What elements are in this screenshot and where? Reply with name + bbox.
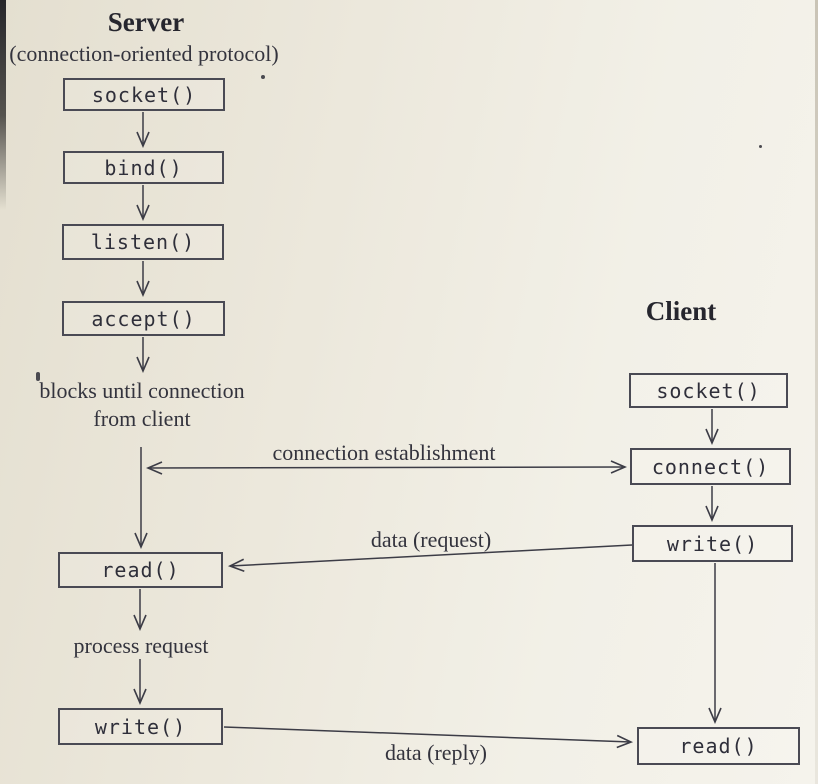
- server-process-note: process request: [73, 633, 209, 658]
- blocks-note-line1: blocks until connection: [39, 378, 245, 403]
- scan-speck: [759, 145, 762, 148]
- arrow-data-request: [230, 544, 633, 566]
- server-bind-box: bind(): [63, 151, 224, 184]
- scan-speck: [261, 75, 265, 79]
- client-write-box: write(): [632, 525, 793, 562]
- server-socket-box: socket(): [63, 78, 225, 111]
- client-connect-box: connect(): [630, 448, 791, 485]
- data-request-label: data (request): [370, 527, 492, 552]
- server-read-box: read(): [58, 552, 223, 588]
- server-title: Server: [107, 7, 185, 37]
- scan-edge-left: [0, 0, 6, 210]
- scan-speck: [36, 372, 40, 381]
- arrow-connection-establishment: [148, 467, 625, 468]
- server-write-box: write(): [58, 708, 223, 745]
- data-reply-label: data (reply): [385, 740, 487, 765]
- client-socket-box: socket(): [629, 373, 788, 408]
- client-title: Client: [645, 296, 717, 326]
- blocks-note-line2: from client: [93, 406, 191, 431]
- server-listen-box: listen(): [62, 224, 224, 260]
- scan-edge-right: [815, 0, 818, 784]
- connection-establishment-label: connection establishment: [272, 440, 496, 465]
- server-accept-box: accept(): [62, 301, 225, 336]
- server-blocks-note: blocks until connection from client: [39, 377, 244, 433]
- server-subtitle: (connection-oriented protocol): [9, 41, 279, 66]
- arrow-data-reply: [223, 726, 631, 742]
- client-read-box: read(): [637, 727, 800, 765]
